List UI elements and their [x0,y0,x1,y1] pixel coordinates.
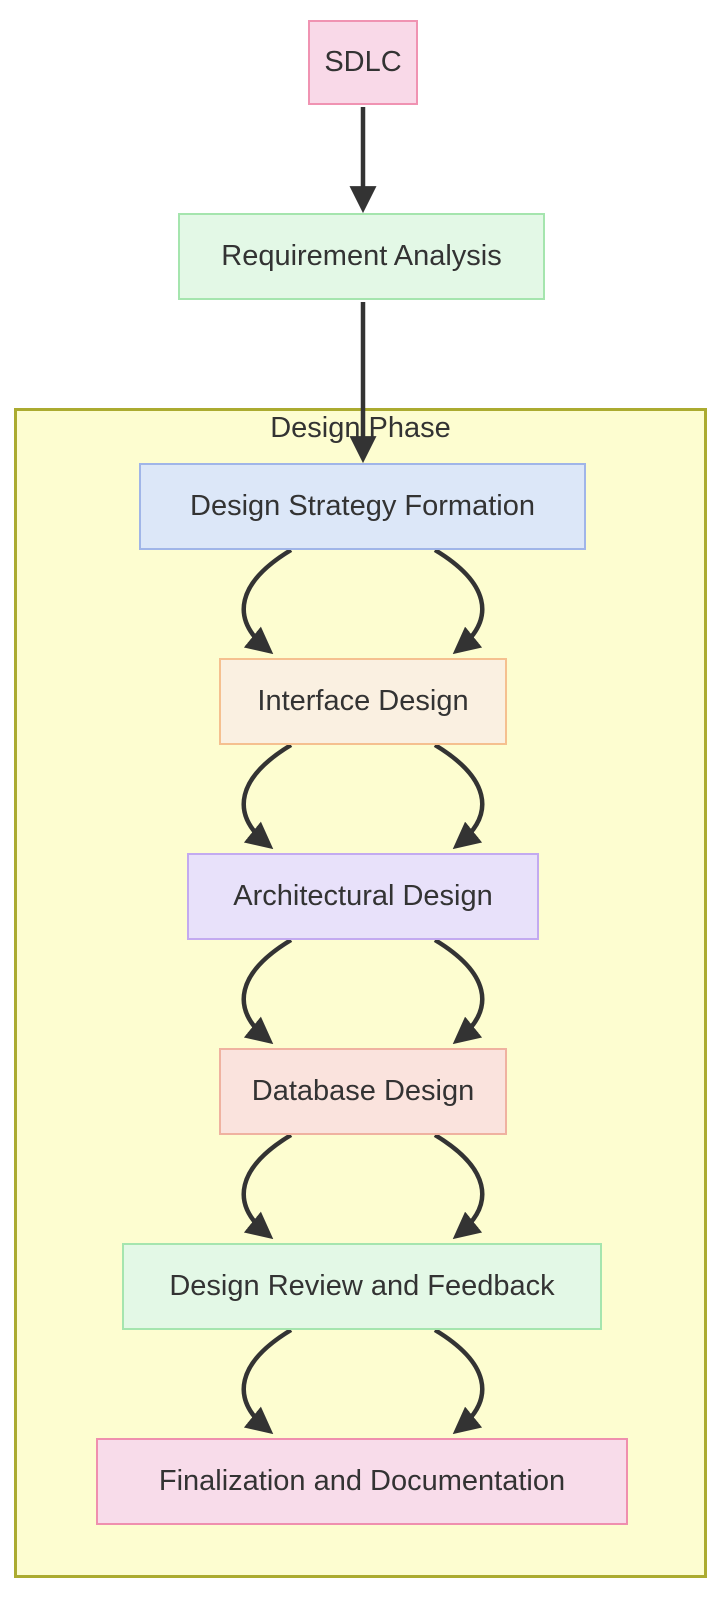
node-design-strategy-formation-label: Design Strategy Formation [190,490,535,522]
node-design-review-and-feedback-label: Design Review and Feedback [169,1270,555,1302]
node-design-strategy-formation: Design Strategy Formation [139,463,586,550]
subgraph-design-phase-label: Design Phase [270,412,451,444]
node-sdlc: SDLC [308,20,418,105]
node-requirement-analysis: Requirement Analysis [178,213,545,300]
subgraph-design-phase [14,408,707,1578]
node-architectural-design-label: Architectural Design [233,880,493,912]
node-architectural-design: Architectural Design [187,853,539,940]
node-database-design: Database Design [219,1048,507,1135]
node-interface-design: Interface Design [219,658,507,745]
node-finalization-and-documentation-label: Finalization and Documentation [158,1465,566,1497]
node-interface-design-label: Interface Design [257,685,469,717]
node-sdlc-label: SDLC [324,46,402,78]
node-design-review-and-feedback: Design Review and Feedback [122,1243,602,1330]
node-database-design-label: Database Design [251,1075,475,1107]
node-finalization-and-documentation: Finalization and Documentation [96,1438,628,1525]
node-requirement-analysis-label: Requirement Analysis [221,240,502,272]
